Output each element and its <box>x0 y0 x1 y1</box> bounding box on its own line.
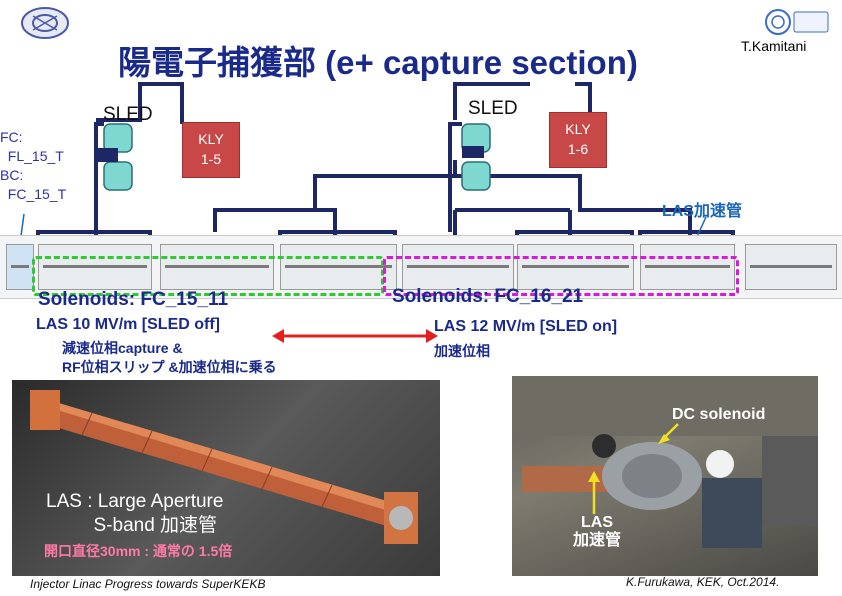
sled-label-left: SLED <box>103 104 153 125</box>
dc-solenoid-label: DC solenoid <box>672 406 766 423</box>
las-right-gradient: LAS 12 MV/m [SLED on] <box>434 318 618 335</box>
las-tube-render <box>30 390 418 544</box>
las-photo-arrow <box>588 471 600 514</box>
las-tube-label: LAS加速管 <box>662 203 743 220</box>
accelerator-section-4 <box>402 244 514 290</box>
kek-logo <box>21 7 69 39</box>
solenoid-group-fc15-box <box>32 256 384 296</box>
las-structure-photo: LAS : Large Aperture S-band 加速管 開口直径30mm… <box>12 380 440 576</box>
las-left-gradient: LAS 10 MV/m [SLED off] <box>36 316 221 333</box>
target-assembly <box>6 244 34 290</box>
rf-waveguide-network <box>36 82 735 237</box>
installation-scene <box>512 376 818 548</box>
accelerator-section-5 <box>517 244 634 290</box>
las-photo-label: LAS 加速管 <box>573 514 622 549</box>
sled-label-right: SLED <box>468 98 518 119</box>
page-title: 陽電子捕獲部 (e+ capture section) <box>118 44 638 81</box>
klystron-1-6: KLY 1-6 <box>549 112 607 168</box>
installation-photo <box>512 376 818 576</box>
right-phase-note: 加速位相 <box>434 343 490 359</box>
superkekb-logo <box>765 9 829 35</box>
left-phase-note-2: RF位相スリップ &加速位相に乗る <box>62 359 277 375</box>
footer-talk-title: Injector Linac Progress towards SuperKEK… <box>30 577 266 591</box>
accelerator-section-1 <box>38 244 152 290</box>
solenoids-right-label: Solenoids: FC_16_21 <box>392 286 584 307</box>
accelerator-section-2 <box>160 244 274 290</box>
beamline-end-devices <box>745 244 837 290</box>
las-caption: LAS : Large Aperture S-band 加速管 <box>46 491 224 536</box>
footer-author: K.Furukawa, KEK, Oct.2014. <box>626 575 780 589</box>
solenoids-left-label: Solenoids: FC_15_11 <box>38 289 229 310</box>
accelerator-section-3 <box>280 244 397 290</box>
accelerator-section-6 <box>640 244 735 290</box>
dc-solenoid-arrow <box>658 423 679 444</box>
klystron-1-5: KLY 1-5 <box>182 122 240 178</box>
solenoid-group-fc16-box <box>383 256 739 296</box>
author-label: T.Kamitani <box>741 38 807 54</box>
las-aperture-note: 開口直径30mm : 通常の 1.5倍 <box>44 543 233 559</box>
fc-bc-label: FC: FL_15_T BC: FC_15_T <box>0 129 67 202</box>
beamline-schematic <box>0 235 842 299</box>
left-phase-note-1: 減速位相capture & <box>62 340 183 356</box>
section-divider-arrow <box>272 329 438 343</box>
